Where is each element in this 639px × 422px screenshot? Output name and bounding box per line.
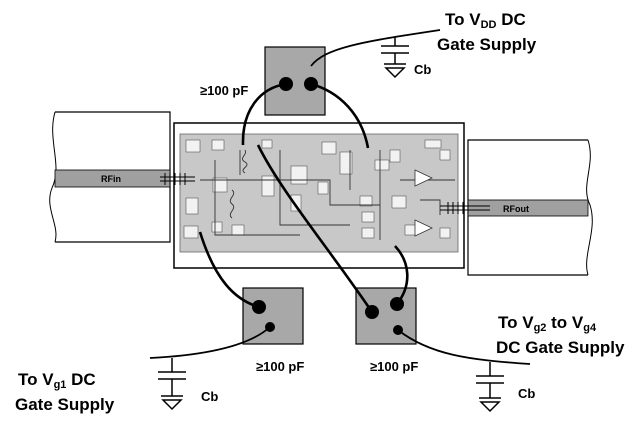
vg1-label-line2: Gate Supply [15, 395, 115, 414]
cap-bottom-right-label: ≥100 pF [370, 359, 418, 374]
cb-left-label: Cb [201, 389, 218, 404]
rf-output-substrate: RFout [467, 139, 593, 276]
bypass-cap-left [158, 358, 186, 411]
vg24-label-line1: To Vg2 to Vg4 [498, 313, 597, 334]
vg24-label-line2: DC Gate Supply [496, 338, 625, 357]
capacitor-top [264, 46, 326, 116]
supply-wires [149, 29, 531, 365]
bond-wires [198, 82, 409, 313]
bypass-cap-right [476, 362, 504, 413]
mmic-chip [173, 122, 465, 269]
capacitor-bottom-left [242, 287, 304, 345]
vdd-label-line1: To VDD DC [445, 10, 526, 31]
cap-top-label: ≥100 pF [200, 83, 248, 98]
vdd-label-line2: Gate Supply [437, 35, 537, 54]
rf-bond-wires [160, 173, 490, 214]
rf-input-substrate: RFin [49, 111, 171, 243]
cb-top-label: Cb [414, 62, 431, 77]
transistor-triangle-2 [414, 219, 433, 237]
vg1-label-line1: To Vg1 DC [18, 370, 96, 391]
cap-bottom-left-label: ≥100 pF [256, 359, 304, 374]
rf-in-label: RFin [101, 174, 121, 184]
transistor-triangle-1 [414, 169, 433, 187]
cb-right-label: Cb [518, 386, 535, 401]
rf-out-label: RFout [503, 204, 529, 214]
capacitor-bottom-right [355, 287, 417, 345]
bypass-cap-top [381, 37, 409, 79]
